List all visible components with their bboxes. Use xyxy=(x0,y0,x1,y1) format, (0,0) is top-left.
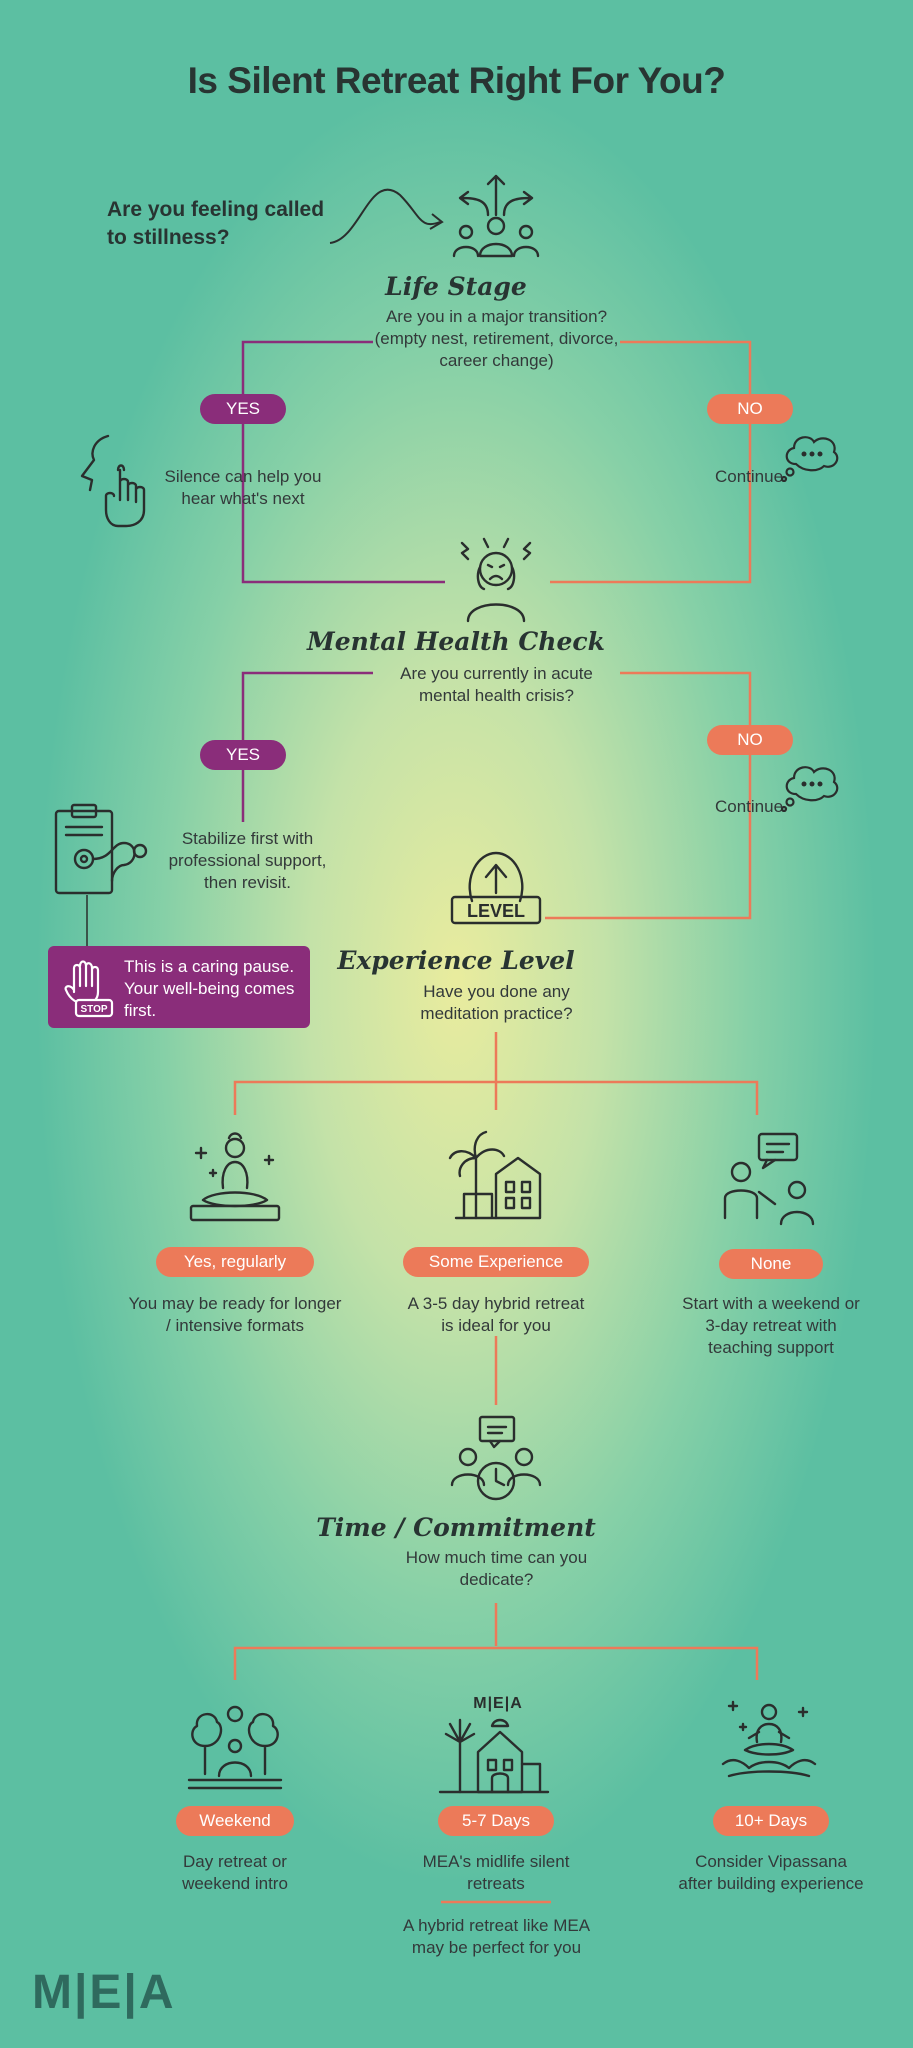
mental-health-question: Are you currently in acute mental health… xyxy=(400,664,593,705)
page-title: Is Silent Retreat Right For You? xyxy=(187,60,726,101)
time-footnote: A hybrid retreat like MEA may be perfect… xyxy=(402,1916,591,1957)
time-option-pill-0: Weekend xyxy=(176,1806,294,1836)
mental-health-yes-text: Stabilize first with professional suppor… xyxy=(168,829,327,892)
level-up-icon: LEVEL xyxy=(450,851,542,925)
life-stage-yes-pill: YES xyxy=(200,394,286,424)
experience-option-pill-0: Yes, regularly xyxy=(156,1247,314,1277)
listening-face-icon xyxy=(80,434,146,528)
clipboard-stethoscope-icon xyxy=(54,803,148,895)
brand-logo: M|E|A xyxy=(32,1966,176,2019)
mental-health-yes-pill: YES xyxy=(200,740,286,770)
crossroads-icon xyxy=(452,174,540,258)
stop-note-text: This is a caring pause. Your well-being … xyxy=(124,957,295,1020)
experience-option-pill-1: Some Experience xyxy=(403,1247,589,1277)
mea-building-icon: M|E|A xyxy=(438,1695,550,1794)
thought-bubble-icon xyxy=(780,766,839,812)
mountain-meditation-icon xyxy=(721,1700,817,1778)
experience-option-text-2: Start with a weekend or 3-day retreat wi… xyxy=(682,1294,860,1357)
stop-sign-text: STOP xyxy=(80,1004,107,1015)
experience-question: Have you done any meditation practice? xyxy=(420,982,573,1023)
retreat-building-icon xyxy=(448,1130,542,1220)
mental-health-heading: Mental Health Check xyxy=(307,627,605,656)
life-stage-heading: Life Stage xyxy=(385,272,527,301)
mental-health-no-pill: NO xyxy=(707,725,793,755)
experience-option-text-1: A 3-5 day hybrid retreat is ideal for yo… xyxy=(407,1294,585,1335)
time-option-pill-2: 10+ Days xyxy=(713,1806,829,1836)
teacher-student-icon xyxy=(723,1132,815,1226)
time-option-text-2: Consider Vipassana after building experi… xyxy=(678,1852,864,1893)
life-stage-question: Are you in a major transition? (empty ne… xyxy=(374,307,619,370)
time-question: How much time can you dedicate? xyxy=(405,1548,588,1589)
stressed-person-icon xyxy=(460,537,532,623)
mea-building-sign: M|E|A xyxy=(473,1695,523,1712)
experience-option-pill-2: None xyxy=(719,1249,823,1279)
meditating-person-icon xyxy=(189,1132,281,1222)
stop-hand-icon: STOP xyxy=(64,960,114,1018)
life-stage-yes-text: Silence can help you hear what's next xyxy=(164,467,322,508)
park-meditation-icon xyxy=(187,1705,283,1790)
mental-health-no-text: Continue xyxy=(714,797,784,816)
time-meeting-icon xyxy=(450,1415,542,1501)
life-stage-no-pill: NO xyxy=(707,394,793,424)
life-stage-no-text: Continue xyxy=(714,467,784,486)
level-sign-text: LEVEL xyxy=(467,901,525,921)
time-heading: Time / Commitment xyxy=(316,1513,596,1542)
experience-option-text-0: You may be ready for longer / intensive … xyxy=(128,1294,342,1335)
experience-heading: Experience Level xyxy=(337,946,575,975)
thought-bubble-icon xyxy=(780,436,839,482)
time-option-pill-1: 5-7 Days xyxy=(438,1806,554,1836)
intro-question: Are you feeling called to stillness? xyxy=(107,198,325,249)
time-option-text-0: Day retreat or weekend intro xyxy=(182,1852,288,1893)
time-option-text-1: MEA's midlife silent retreats xyxy=(422,1852,570,1893)
stop-note-box: STOP This is a caring pause. Your well-b… xyxy=(48,946,310,1028)
